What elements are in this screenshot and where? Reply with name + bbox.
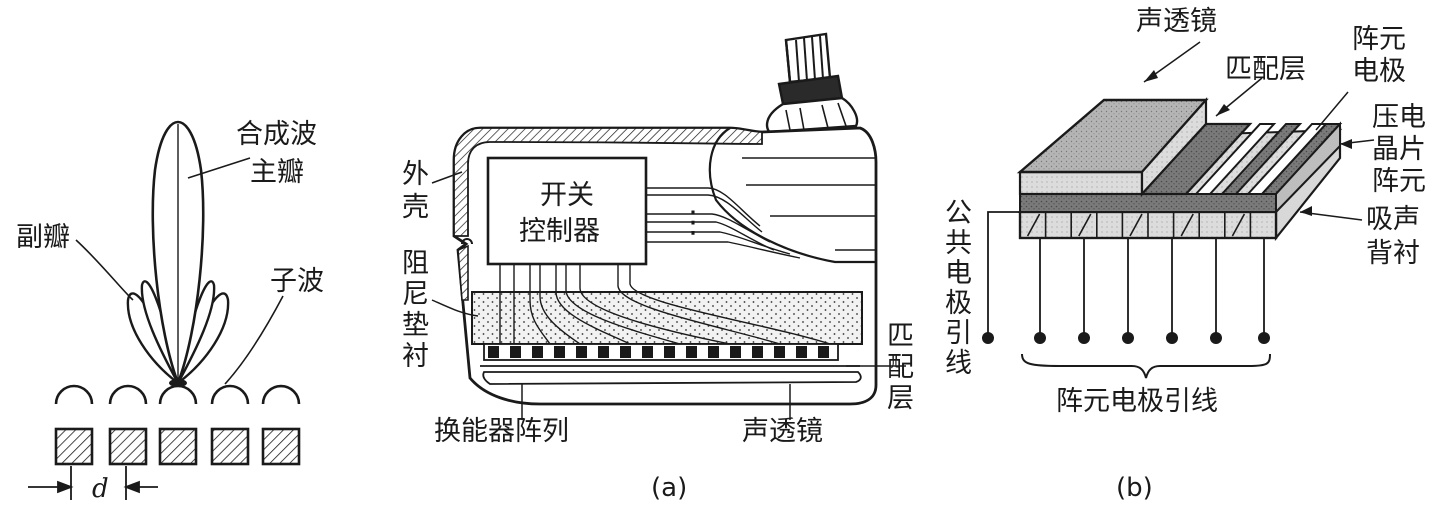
element-lead-terminal [1034, 332, 1046, 344]
switch-controller-box [488, 158, 646, 264]
array-cell [642, 346, 653, 358]
array-cell [664, 346, 675, 358]
common-label-line5: 引 [945, 318, 972, 349]
lens-label-b: 声透镜 [1136, 6, 1217, 37]
absorber-label-line1: 吸声 [1366, 204, 1420, 235]
array-cell [532, 346, 543, 358]
array-cell [752, 346, 763, 358]
array-cell [554, 346, 565, 358]
common-label-line3: 电 [945, 258, 972, 289]
main-lobe-label-line2: 主瓣 [250, 157, 304, 188]
matching-label-b: 匹配层 [1225, 54, 1306, 85]
lens-label-a: 声透镜 [742, 416, 823, 447]
acoustic-lens-b [1020, 172, 1142, 194]
main-lobe-label-line1: 合成波 [236, 119, 317, 150]
spacing-label: d [92, 474, 109, 504]
leads-label: 阵元电极引线 [1056, 386, 1218, 417]
array-cell [598, 346, 609, 358]
matching-label-line2: 配 [887, 352, 914, 383]
beam-forming-figure: d 合成波 主瓣 副瓣 子波 [16, 119, 324, 504]
element-lead-terminal [1078, 332, 1090, 344]
common-label-line2: 共 [945, 228, 972, 259]
piezo-label-line1: 压电 [1372, 102, 1426, 133]
element-lead-terminal [1210, 332, 1222, 344]
array-structure-figure: 声透镜 匹配层 阵元 电极 压电 晶片 阵元 吸声 背衬 公 共 电 极 引 线… [945, 6, 1426, 503]
leads-brace [1022, 354, 1270, 378]
array-cell [818, 346, 829, 358]
common-label-line6: 线 [945, 348, 972, 379]
array-cell [774, 346, 785, 358]
wavelet-label: 子波 [270, 266, 324, 297]
cable [767, 34, 857, 132]
absorber-label-line2: 背衬 [1366, 238, 1420, 269]
array-cell [686, 346, 697, 358]
matching-label-line1: 匹 [887, 321, 914, 352]
element-leads [1034, 238, 1270, 344]
electrode-label-line2: 电极 [1352, 56, 1406, 87]
piezo-label-line3: 阵元 [1372, 166, 1426, 197]
switch-controller-label-line1: 开关 [540, 180, 594, 211]
matching-label-line3: 层 [887, 383, 914, 414]
array-cell [488, 346, 499, 358]
electrode-label-line1: 阵元 [1352, 24, 1406, 55]
array-label: 换能器阵列 [434, 416, 569, 447]
piezo-label-line2: 晶片 [1372, 134, 1426, 165]
array-cell [730, 346, 741, 358]
array-cell [796, 346, 807, 358]
caption-b: (b) [1116, 473, 1153, 503]
element-lead-terminal [1258, 332, 1270, 344]
common-label-line4: 极 [945, 288, 972, 319]
backing-label-line4: 衬 [402, 341, 429, 372]
array-cell [576, 346, 587, 358]
backing-label-line1: 阻 [402, 248, 429, 279]
shell-label-line2: 壳 [402, 192, 429, 223]
element-lead-terminal [1166, 332, 1178, 344]
acoustic-lens-a [483, 372, 861, 384]
array-cell [510, 346, 521, 358]
shell-label-line1: 外 [402, 159, 429, 190]
side-lobe-label: 副瓣 [16, 222, 70, 253]
switch-controller-label-line2: 控制器 [519, 216, 600, 247]
probe-section-figure: ⋮ 开关 控制器 [402, 34, 914, 503]
transducer-elements [56, 429, 299, 464]
array-cell [708, 346, 719, 358]
wavelet-arcs [56, 386, 299, 404]
common-label-line1: 公 [945, 198, 972, 229]
element-lead-terminal [1122, 332, 1134, 344]
backing-label-line2: 尼 [402, 279, 429, 310]
wire-dots: ⋮ [678, 205, 708, 240]
caption-a: (a) [651, 473, 687, 503]
backing-label-line3: 垫 [402, 310, 429, 341]
array-cell [620, 346, 631, 358]
